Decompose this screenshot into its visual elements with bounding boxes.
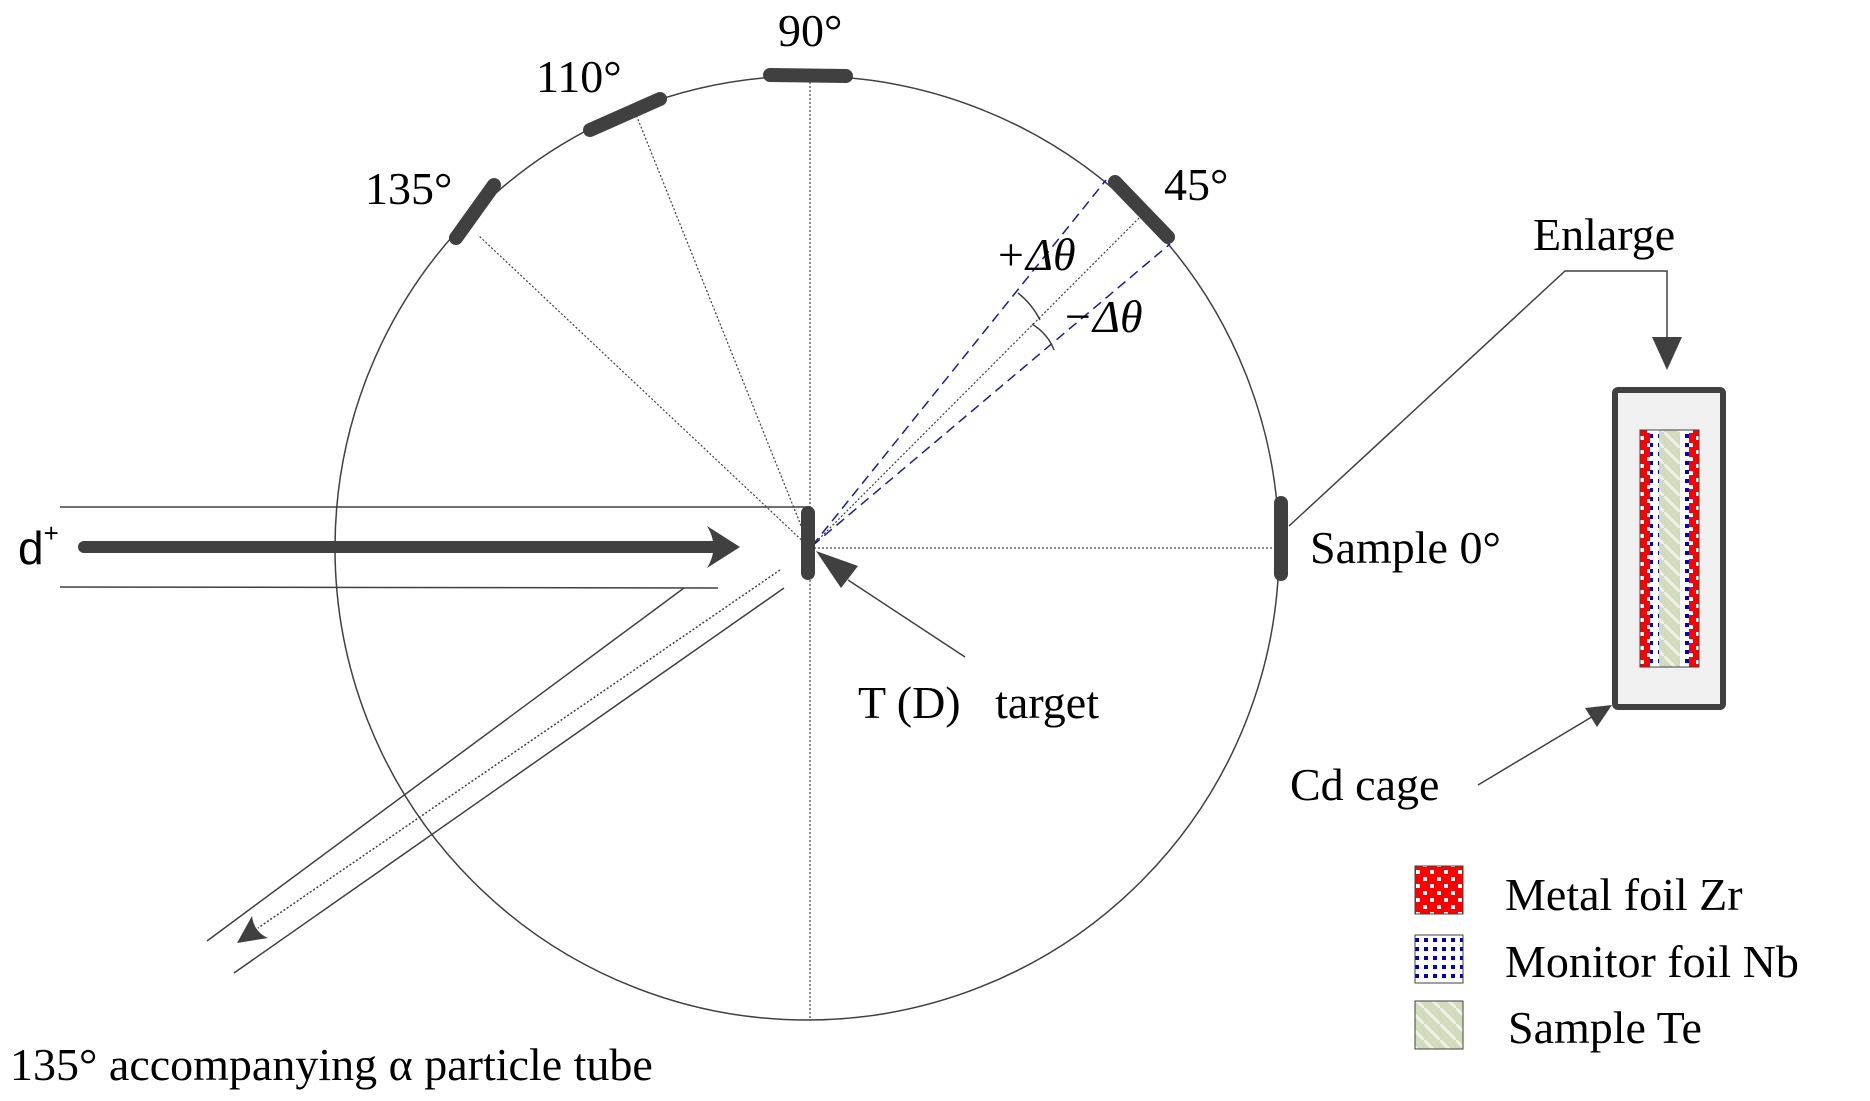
detector-label-110: 110° <box>536 51 622 102</box>
legend-label-zr: Metal foil Zr <box>1505 869 1743 920</box>
detector-label-0: Sample 0° <box>1310 522 1501 573</box>
foil-stack <box>1639 429 1700 668</box>
alpha-tube <box>206 569 785 974</box>
detector-label-45: 45° <box>1164 159 1228 210</box>
alpha-arrowhead <box>237 916 268 943</box>
enlarge-arrowhead <box>1652 337 1682 370</box>
alpha-tube-label: 135° accompanying α particle tube <box>10 1039 653 1090</box>
enlarge-label: Enlarge <box>1533 209 1675 260</box>
beam-tube <box>59 506 808 589</box>
detector-135 <box>449 178 501 245</box>
blue-dotted-swatch-icon <box>1414 934 1464 984</box>
green-striped-swatch-icon <box>1414 1000 1464 1050</box>
beam-arrowhead <box>707 526 740 568</box>
radial-guides <box>477 76 1282 1020</box>
legend: Metal foil Zr Monitor foil Nb Sample Te <box>1414 865 1799 1053</box>
target-label: T (D) target <box>858 677 1099 728</box>
detector-label-135: 135° <box>365 163 452 214</box>
minus-dtheta-label: −Δθ <box>1062 291 1143 342</box>
guide-110 <box>634 111 811 549</box>
acceptance-cone <box>811 179 1171 547</box>
target-pointer-head <box>816 551 858 588</box>
minus-dtheta-arc <box>1031 323 1055 351</box>
legend-label-nb: Monitor foil Nb <box>1505 936 1799 987</box>
plus-dtheta-label: +Δθ <box>995 229 1076 280</box>
cd-cage-leader <box>1477 711 1601 786</box>
cd-cage-arrowhead <box>1585 705 1612 727</box>
cd-cage-label: Cd cage <box>1290 759 1439 810</box>
beam-label: d+ <box>18 518 59 574</box>
guide-45 <box>809 211 1146 549</box>
red-dotted-swatch-icon <box>1414 865 1464 915</box>
enlarge-leader <box>1288 270 1668 527</box>
detector-45 <box>1108 175 1175 244</box>
detector-90 <box>763 68 853 83</box>
detector-110 <box>583 92 667 137</box>
detector-label-90: 90° <box>778 5 842 56</box>
guide-135 <box>477 234 811 549</box>
legend-label-te: Sample Te <box>1508 1002 1702 1053</box>
plus-dtheta-arc <box>1017 292 1041 321</box>
target-pointer <box>847 579 966 658</box>
